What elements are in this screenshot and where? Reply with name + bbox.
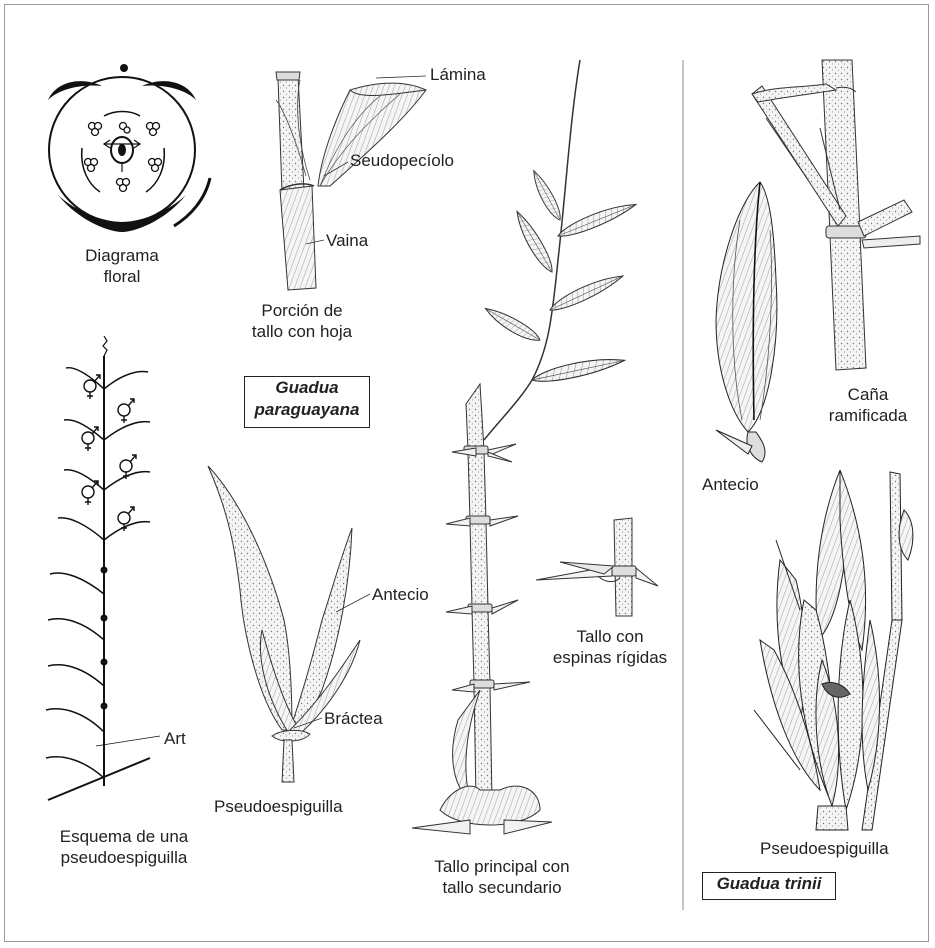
main-stem-figure bbox=[412, 60, 638, 834]
seudopeciolo-label: Seudopecíolo bbox=[350, 150, 454, 171]
pseudospikelet-right-figure bbox=[754, 470, 913, 830]
species-box-guadua-trinii: Guadua trinii bbox=[702, 872, 836, 900]
floral-diagram-label: Diagrama floral bbox=[85, 245, 159, 287]
species-paraguayana-line1: Guadua bbox=[245, 377, 369, 399]
stem-with-spines-figure bbox=[536, 518, 658, 616]
antecio-right-label: Antecio bbox=[702, 474, 759, 495]
stem-leaf-label: Porción de tallo con hoja bbox=[252, 300, 352, 342]
spines-label-line1: Tallo con bbox=[576, 627, 643, 646]
stem-with-leaf-figure bbox=[276, 72, 426, 290]
species-box-guadua-paraguayana: Guadua paraguayana bbox=[244, 376, 370, 428]
spines-label: Tallo con espinas rígidas bbox=[553, 626, 667, 668]
pseudospikelet-scheme bbox=[46, 336, 160, 800]
floral-diagram-label-line1: Diagrama bbox=[85, 246, 159, 265]
pseudoespiguilla-left-label: Pseudoespiguilla bbox=[214, 796, 343, 817]
bractea-label: Bráctea bbox=[324, 708, 383, 729]
antecio-right-figure bbox=[716, 182, 777, 462]
main-stem-label-line2: tallo secundario bbox=[442, 878, 561, 897]
pseudoespiguilla-right-label: Pseudoespiguilla bbox=[760, 838, 889, 859]
stem-leaf-label-line1: Porción de bbox=[261, 301, 342, 320]
vaina-label: Vaina bbox=[326, 230, 368, 251]
scheme-label-line2: pseudoespiguilla bbox=[61, 848, 188, 867]
floral-diagram-label-line2: floral bbox=[104, 267, 141, 286]
main-stem-label: Tallo principal con tallo secundario bbox=[434, 856, 569, 898]
lamina-label: Lámina bbox=[430, 64, 486, 85]
species-trinii: Guadua trinii bbox=[703, 873, 835, 895]
scheme-label: Esquema de una pseudoespiguilla bbox=[60, 826, 189, 868]
branched-cane-label: Caña ramificada bbox=[829, 384, 907, 426]
antecio-left-label: Antecio bbox=[372, 584, 429, 605]
floral-diagram-figure bbox=[48, 64, 210, 232]
branched-cane-label-line2: ramificada bbox=[829, 406, 907, 425]
species-paraguayana-line2: paraguayana bbox=[245, 399, 369, 421]
scheme-label-line1: Esquema de una bbox=[60, 827, 189, 846]
branched-cane-figure bbox=[752, 60, 920, 370]
branched-cane-label-line1: Caña bbox=[848, 385, 889, 404]
main-stem-label-line1: Tallo principal con bbox=[434, 857, 569, 876]
stem-leaf-label-line2: tallo con hoja bbox=[252, 322, 352, 341]
art-label: Art bbox=[164, 728, 186, 749]
spines-label-line2: espinas rígidas bbox=[553, 648, 667, 667]
pseudospikelet-left-figure bbox=[208, 466, 370, 782]
